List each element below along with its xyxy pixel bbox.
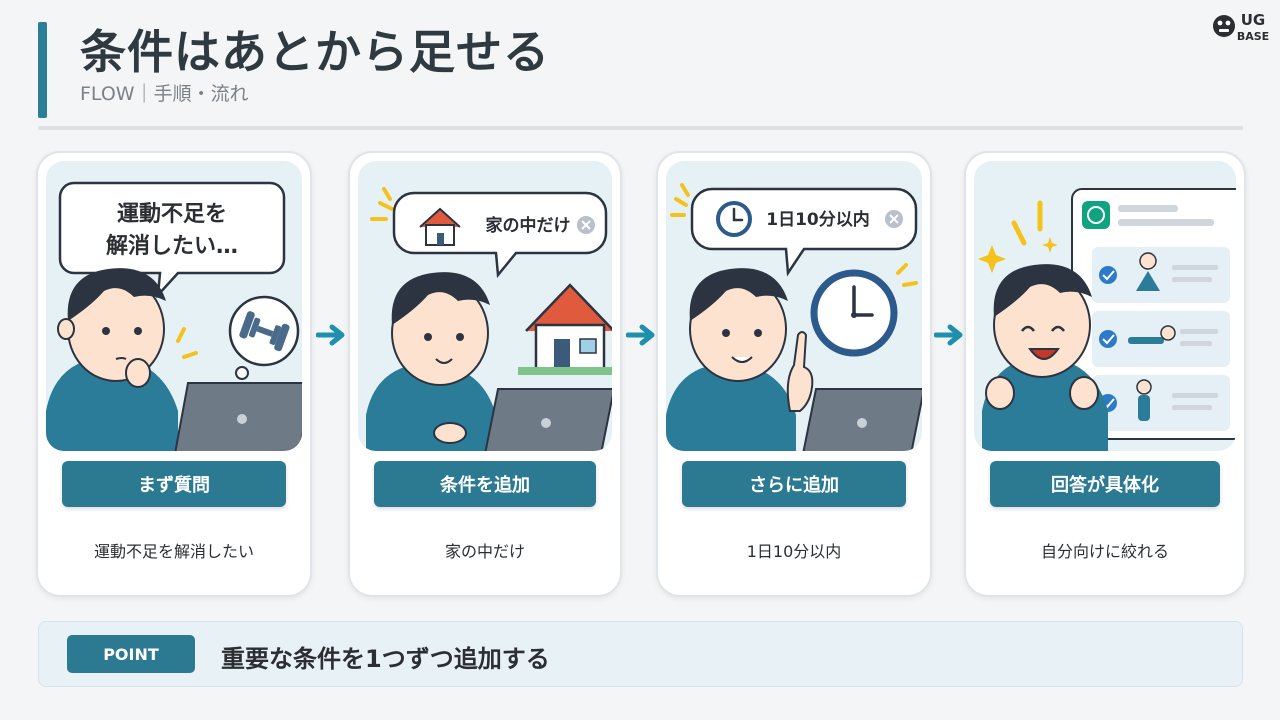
step-3-label: さらに追加 (682, 461, 906, 507)
house-illustration (518, 283, 612, 375)
step-card-1: 運動不足を 解消したい… (36, 151, 312, 597)
close-icon (885, 210, 903, 228)
dumbbell-icon (239, 311, 290, 352)
step-2-illustration: 家の中だけ (358, 161, 612, 451)
flow-arrow-icon (626, 324, 655, 346)
bubble-text-line1: 運動不足を (117, 202, 227, 227)
header-divider (38, 126, 1243, 130)
step-card-2: 家の中だけ 条件を追加 家 (348, 151, 622, 597)
answer-item-1 (1092, 247, 1230, 303)
flow-arrow-icon (934, 324, 963, 346)
step-3-caption: 1日10分以内 (746, 542, 842, 561)
step-3-illustration: 1日10分以内 (666, 161, 922, 451)
spark-icon (176, 327, 198, 359)
point-text: 重要な条件を1つずつ追加する (221, 645, 550, 673)
step-4-caption: 自分向けに絞れる (1040, 542, 1169, 561)
step-4-label: 回答が具体化 (990, 461, 1220, 507)
bubble-text-line2: 解消したい… (106, 233, 238, 259)
point-bar: POINT 重要な条件を1つずつ追加する (38, 621, 1243, 687)
page-title: 条件はあとから足せる (80, 25, 550, 79)
logo-text-top: UG (1241, 11, 1266, 29)
chatgpt-icon (1082, 201, 1110, 229)
clock-illustration (810, 269, 898, 357)
page-subtitle: FLOW｜手順・流れ (80, 83, 249, 105)
header-accent-bar (38, 22, 47, 118)
answer-item-2 (1092, 311, 1230, 367)
speech-bubble (58, 181, 286, 299)
step-1-illustration: 運動不足を 解消したい… (46, 161, 302, 451)
condition-bubble (392, 191, 608, 279)
step-2-caption: 家の中だけ (444, 542, 525, 561)
step-1-caption: 運動不足を解消したい (93, 542, 254, 561)
spark-icon (370, 187, 394, 221)
point-badge: POINT (67, 635, 195, 673)
house-icon (419, 207, 461, 246)
sparkle-icon (978, 200, 1058, 273)
clock-icon (716, 201, 752, 237)
answer-item-3 (1092, 375, 1230, 431)
step-2-label: 条件を追加 (374, 461, 596, 507)
bubble-text: 家の中だけ (486, 215, 571, 236)
step-1-label: まず質問 (62, 461, 286, 507)
step-card-4: 回答が具体化 自分向けに絞れる (964, 151, 1246, 597)
logo-text-bottom: BASE (1237, 30, 1269, 43)
step-4-illustration (974, 161, 1236, 451)
ug-base-logo: UG BASE (1213, 11, 1269, 43)
step-card-3: 1日10分以内 (656, 151, 932, 597)
spark-icon (670, 183, 690, 217)
close-icon (577, 216, 595, 234)
flow-arrow-icon (316, 324, 345, 346)
bubble-text: 1日10分以内 (766, 209, 870, 230)
